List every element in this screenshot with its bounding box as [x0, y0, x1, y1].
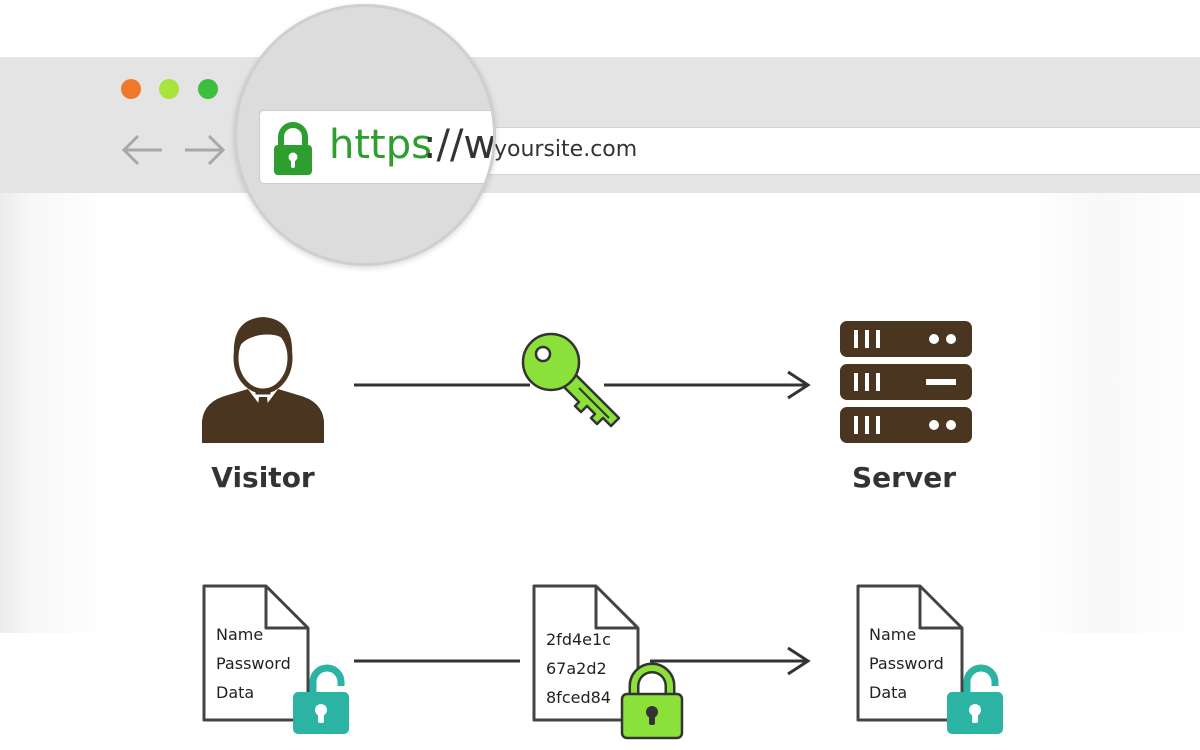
plain-document-text: Name Password Data — [216, 620, 291, 707]
encrypted-line: 8fced84 — [546, 688, 611, 707]
plain-line: Data — [216, 683, 255, 702]
received-line: Password — [869, 654, 944, 673]
plain-document-icon — [202, 584, 310, 722]
url-separator-text: ://w — [423, 122, 496, 168]
encrypted-line: 2fd4e1c — [546, 630, 611, 649]
received-line: Data — [869, 683, 908, 702]
plain-line: Name — [216, 625, 264, 644]
key-arrow-line — [354, 370, 811, 400]
data-flow-arrow-line — [354, 646, 811, 676]
padlock-icon — [274, 122, 312, 175]
server-label: Server — [851, 461, 956, 494]
encrypted-line: 67a2d2 — [546, 659, 607, 678]
server-icon — [840, 321, 972, 443]
window-close-button[interactable] — [121, 79, 141, 99]
received-line: Name — [869, 625, 917, 644]
https-scheme-text: https — [329, 122, 432, 168]
window-minimize-button[interactable] — [159, 79, 179, 99]
received-document-text: Name Password Data — [869, 620, 944, 707]
forward-arrow-icon[interactable] — [183, 133, 227, 167]
key-icon — [521, 332, 621, 428]
encrypted-document-text: 2fd4e1c 67a2d2 8fced84 — [546, 625, 611, 712]
address-url-text: yoursite.com — [494, 137, 638, 162]
visitor-label: Visitor — [211, 461, 315, 494]
url-magnifier: https ://w — [234, 4, 496, 266]
window-maximize-button[interactable] — [198, 79, 218, 99]
unlocked-padlock-icon — [293, 664, 349, 734]
unlocked-padlock-icon — [947, 664, 1003, 734]
locked-padlock-icon — [620, 662, 684, 740]
received-document-icon — [856, 584, 964, 722]
plain-line: Password — [216, 654, 291, 673]
back-arrow-icon[interactable] — [120, 133, 164, 167]
visitor-icon — [202, 317, 324, 443]
